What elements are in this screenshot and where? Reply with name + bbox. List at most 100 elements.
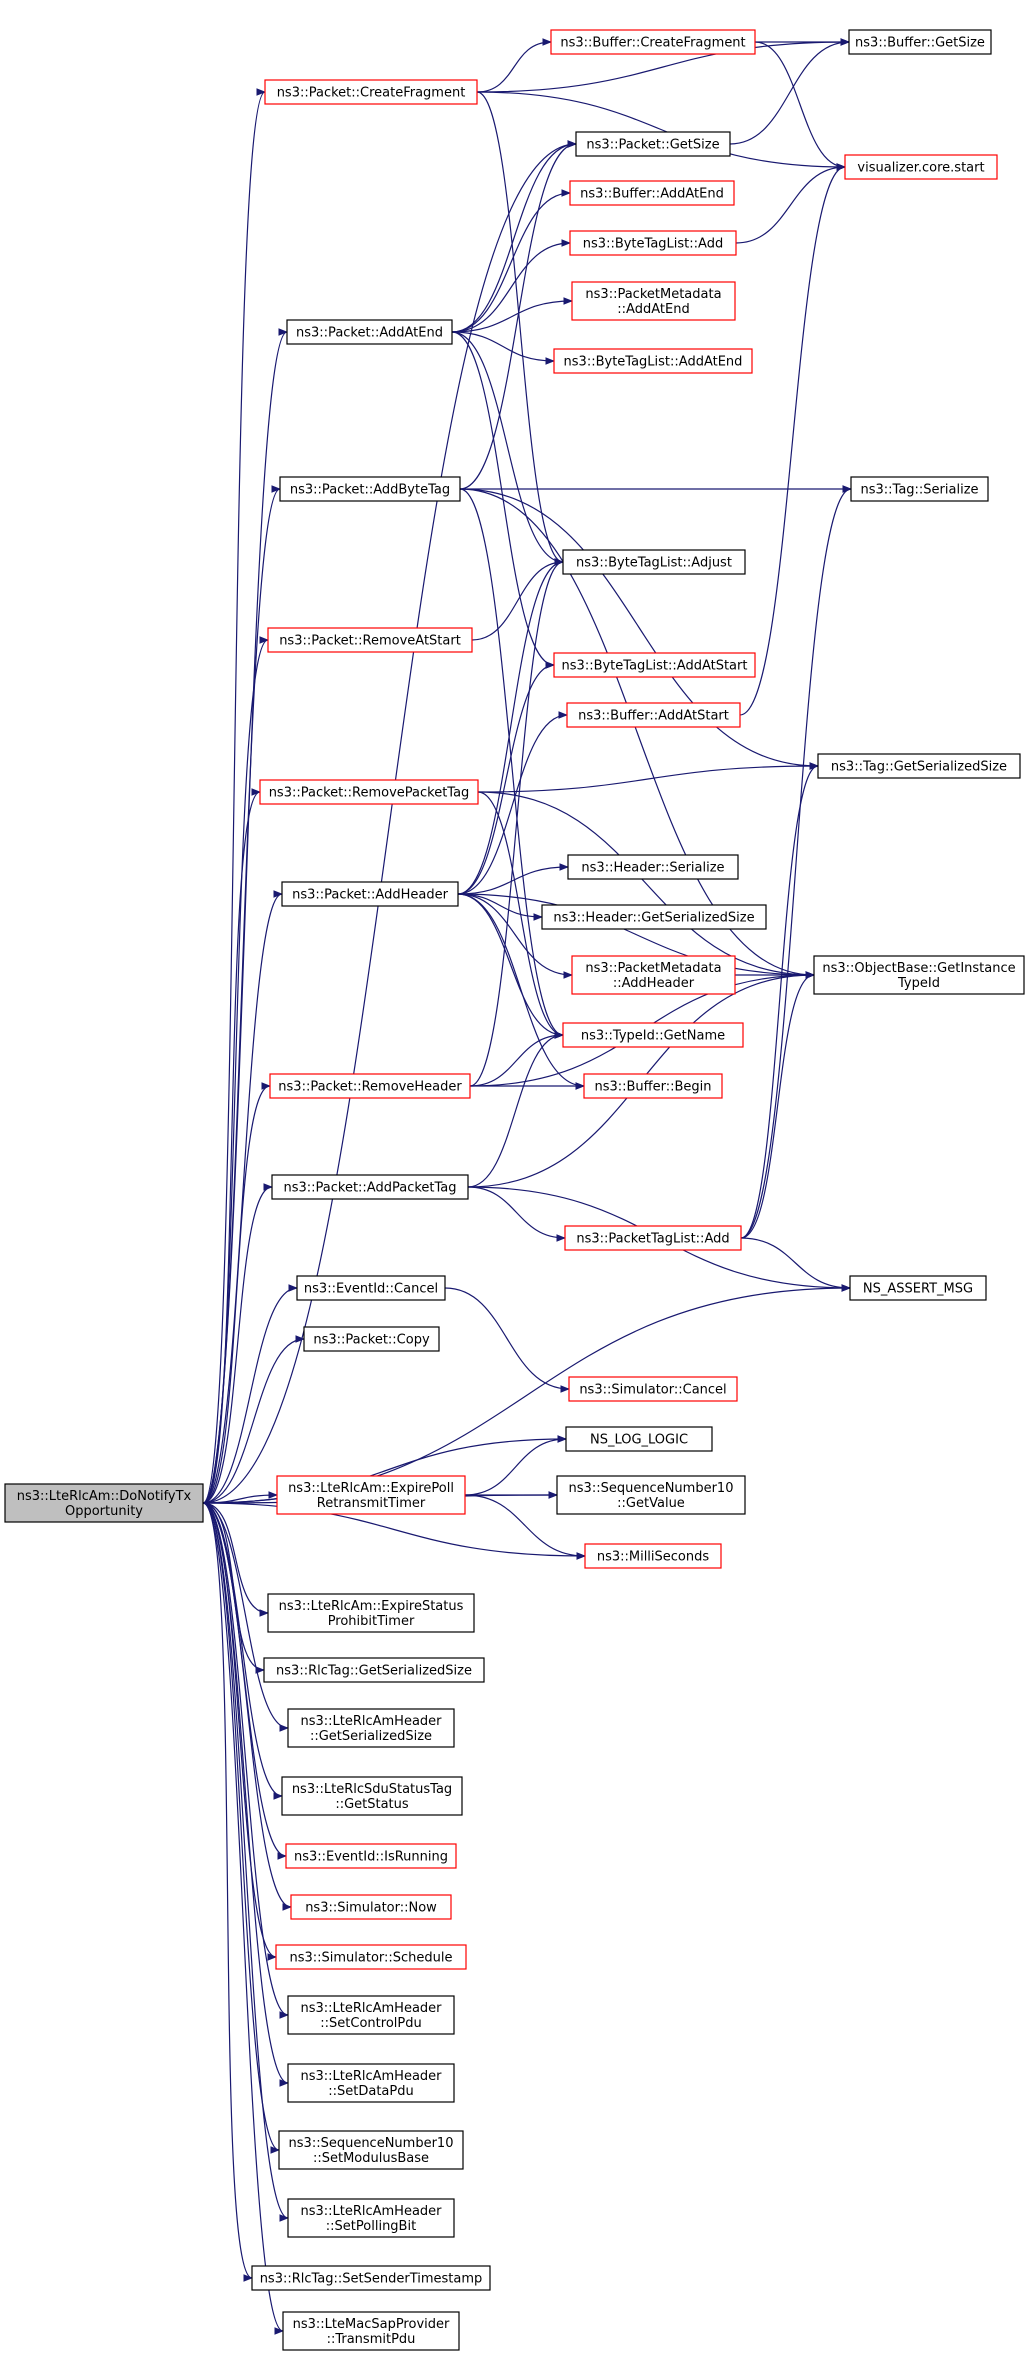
node-eventIdCancel[interactable]: ns3::EventId::Cancel (296, 1275, 446, 1301)
node-nsAssertMsg[interactable]: NS_ASSERT_MSG (849, 1275, 987, 1301)
edge-pktAddAtEnd-to-pktGetSize (451, 140, 577, 333)
node-label: ns3::RlcTag::SetSenderTimestamp (260, 2272, 483, 2287)
node-pktAddByteTag[interactable]: ns3::Packet::AddByteTag (279, 476, 461, 502)
node-pktAddHeader[interactable]: ns3::Packet::AddHeader (281, 881, 459, 907)
node-box (287, 1995, 455, 2035)
edge-expirePoll-to-milliSeconds (464, 1494, 586, 1560)
node-setSenderTimestamp[interactable]: ns3::RlcTag::SetSenderTimestamp (251, 2265, 491, 2291)
node-box (553, 652, 756, 678)
node-tagSerialize[interactable]: ns3::Tag::Serialize (850, 476, 989, 502)
node-box (285, 1843, 457, 1869)
edge-root-to-pktRemovePacketTag (202, 788, 261, 1504)
node-label: ns3::Tag::GetSerializedSize (831, 760, 1007, 775)
node-setPollingBit[interactable]: ns3::LteRlcAmHeader::SetPollingBit (287, 2198, 455, 2238)
node-pktRemovePacketTag[interactable]: ns3::Packet::RemovePacketTag (259, 779, 479, 805)
node-setControlPdu[interactable]: ns3::LteRlcAmHeader::SetControlPdu (287, 1995, 455, 2035)
node-label: ::SetPollingBit (326, 2219, 416, 2234)
node-box (303, 1326, 440, 1352)
node-bufAddAtStart[interactable]: ns3::Buffer::AddAtStart (566, 702, 741, 728)
node-pktGetSize[interactable]: ns3::Packet::GetSize (575, 131, 731, 157)
node-box (264, 79, 478, 105)
node-eventIsRunning[interactable]: ns3::EventId::IsRunning (285, 1843, 457, 1869)
node-box (290, 1894, 452, 1920)
node-sduGetStatus[interactable]: ns3::LteRlcSduStatusTag::GetStatus (281, 1776, 463, 1816)
edge-root-to-setPollingBit (202, 1502, 289, 2222)
node-pmAddHeader[interactable]: ns3::PacketMetadata::AddHeader (571, 955, 736, 995)
node-amHdrGetSerSize[interactable]: ns3::LteRlcAmHeader::GetSerializedSize (287, 1708, 455, 1748)
edge-bufAddAtStart-to-vizStart (739, 163, 846, 716)
node-vizStart[interactable]: visualizer.core.start (844, 154, 998, 180)
node-rlcTagGetSerSize[interactable]: ns3::RlcTag::GetSerializedSize (263, 1657, 485, 1683)
edge-expirePoll-to-nsLogLogic (464, 1435, 567, 1496)
node-box (562, 549, 746, 575)
edge-ptlAdd-to-tagGetSerSize (740, 762, 819, 1239)
node-box (269, 1073, 471, 1099)
node-label: ::GetSerializedSize (310, 1729, 432, 1744)
node-box (263, 1657, 485, 1683)
node-setDataPdu[interactable]: ns3::LteRlcAmHeader::SetDataPdu (287, 2063, 455, 2103)
node-box (583, 1073, 723, 1099)
node-milliSeconds[interactable]: ns3::MilliSeconds (584, 1543, 722, 1569)
node-label: ProhibitTimer (328, 1614, 415, 1629)
node-setModulusBase[interactable]: ns3::SequenceNumber10::SetModulusBase (278, 2130, 464, 2170)
node-simNow[interactable]: ns3::Simulator::Now (290, 1894, 452, 1920)
node-hdrSerialize[interactable]: ns3::Header::Serialize (567, 854, 739, 880)
node-label: ns3::LteRlcAmHeader (300, 2001, 442, 2016)
node-label: ns3::PacketMetadata (585, 961, 721, 976)
node-box (278, 2130, 464, 2170)
node-label: ns3::SequenceNumber10 (289, 2136, 454, 2151)
edge-pktAddPacketTag-to-ptlAdd (467, 1186, 566, 1242)
node-pmAddAtEnd[interactable]: ns3::PacketMetadata::AddAtEnd (571, 281, 736, 321)
edge-ptlAdd-to-tagSerialize (740, 485, 852, 1239)
node-box (287, 2198, 455, 2238)
node-simSchedule[interactable]: ns3::Simulator::Schedule (275, 1944, 467, 1970)
edge-ptlAdd-to-nsAssertMsg (740, 1237, 851, 1292)
node-btlAdjust[interactable]: ns3::ByteTagList::Adjust (562, 549, 746, 575)
node-box (584, 1543, 722, 1569)
node-bufBegin[interactable]: ns3::Buffer::Begin (583, 1073, 723, 1099)
node-label: NS_LOG_LOGIC (590, 1433, 688, 1448)
edge-root-to-pktCopy (202, 1335, 305, 1504)
node-pktAddAtEnd[interactable]: ns3::Packet::AddAtEnd (286, 319, 453, 345)
node-box (4, 1483, 204, 1523)
node-box (817, 753, 1021, 779)
node-box (296, 1275, 446, 1301)
node-label: ns3::PacketMetadata (585, 287, 721, 302)
node-hdrGetSerSize[interactable]: ns3::Header::GetSerializedSize (541, 904, 767, 930)
node-bufAddAtEnd[interactable]: ns3::Buffer::AddAtEnd (569, 180, 735, 206)
node-pktRemoveAtStart[interactable]: ns3::Packet::RemoveAtStart (267, 627, 473, 653)
node-pktCopy[interactable]: ns3::Packet::Copy (303, 1326, 440, 1352)
node-transmitPdu[interactable]: ns3::LteMacSapProvider::TransmitPdu (282, 2311, 460, 2351)
node-btlAdd[interactable]: ns3::ByteTagList::Add (569, 230, 737, 256)
node-pktAddPacketTag[interactable]: ns3::Packet::AddPacketTag (271, 1174, 469, 1200)
node-label: ns3::LteRlcAmHeader (300, 2069, 442, 2084)
node-btlAddAtEnd[interactable]: ns3::ByteTagList::AddAtEnd (553, 348, 753, 374)
node-label: ::AddHeader (613, 976, 695, 991)
node-box (553, 348, 753, 374)
node-seqGetValue[interactable]: ns3::SequenceNumber10::GetValue (556, 1475, 746, 1515)
edge-pktAddHeader-to-btlAdjust (457, 558, 564, 895)
edge-bufCreateFragment-to-vizStart (754, 41, 846, 171)
node-label: ns3::Buffer::AddAtStart (578, 709, 729, 724)
node-label: ns3::Packet::GetSize (586, 138, 719, 153)
edge-root-to-simSchedule (202, 1502, 277, 1961)
node-simCancel[interactable]: ns3::Simulator::Cancel (568, 1376, 738, 1402)
node-typeIdGetName[interactable]: ns3::TypeId::GetName (562, 1022, 744, 1048)
edge-root-to-pktAddHeader (202, 890, 283, 1504)
node-bufGetSize[interactable]: ns3::Buffer::GetSize (848, 29, 992, 55)
node-pktRemoveHeader[interactable]: ns3::Packet::RemoveHeader (269, 1073, 471, 1099)
node-ptlAdd[interactable]: ns3::PacketTagList::Add (564, 1225, 742, 1251)
node-btlAddAtStart[interactable]: ns3::ByteTagList::AddAtStart (553, 652, 756, 678)
node-nsLogLogic[interactable]: NS_LOG_LOGIC (565, 1426, 713, 1452)
node-label: ns3::LteRlcAmHeader (300, 2204, 442, 2219)
node-tagGetSerSize[interactable]: ns3::Tag::GetSerializedSize (817, 753, 1021, 779)
edge-createFragment-to-bufGetSize (476, 38, 850, 93)
node-bufCreateFragment[interactable]: ns3::Buffer::CreateFragment (550, 29, 756, 55)
edge-root-to-setDataPdu (202, 1502, 289, 2087)
node-createFragment[interactable]: ns3::Packet::CreateFragment (264, 79, 478, 105)
edge-btlAdd-to-vizStart (735, 163, 846, 244)
